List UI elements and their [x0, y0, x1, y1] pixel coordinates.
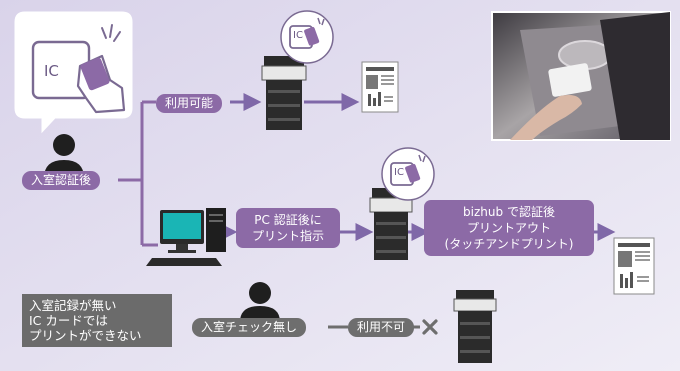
card-reader-photo [491, 11, 671, 141]
desktop-computer-icon [146, 208, 226, 266]
pc-auth-line: PC 認証後に [254, 213, 322, 227]
multifunction-printer-icon [453, 290, 497, 363]
no-entry-check-label: 入室チェック無し [192, 318, 307, 337]
notice-line: 入室記録が無い [29, 298, 117, 313]
ic-badge-text: IC [394, 167, 404, 178]
after-entry-auth-label: 入室認証後 [22, 171, 101, 190]
ic-card-hand-icon [14, 11, 133, 134]
pc-auth-line: プリント指示 [251, 229, 324, 243]
flow-arrows [210, 93, 616, 241]
pc-auth-label: PC 認証後に プリント指示 [236, 208, 340, 248]
printed-document-icon [361, 61, 399, 113]
bizhub-line: bizhub で認証後 [463, 205, 555, 219]
branch-connectors [118, 100, 158, 247]
multifunction-printer-icon [369, 188, 413, 260]
bizhub-line: プリントアウト [466, 221, 551, 235]
ic-badge-text: IC [293, 30, 303, 41]
multifunction-printer-icon [261, 56, 307, 130]
notice-line: プリントができない [29, 328, 142, 343]
usable-label: 利用可能 [156, 94, 223, 113]
not-usable-label: 利用不可 [348, 318, 415, 337]
notice-box: 入室記録が無い IC カードでは プリントができない [22, 294, 172, 347]
bizhub-print-label: bizhub で認証後 プリントアウト (タッチアンドプリント) [424, 200, 594, 256]
ic-reader-badge-icon [381, 147, 435, 201]
x-mark-icon [422, 319, 438, 335]
ic-reader-badge-icon [280, 10, 334, 64]
printed-document-icon [613, 237, 655, 295]
ic-card-text: IC [44, 62, 59, 80]
bizhub-line: (タッチアンドプリント) [444, 237, 574, 251]
notice-line: IC カードでは [29, 313, 108, 328]
